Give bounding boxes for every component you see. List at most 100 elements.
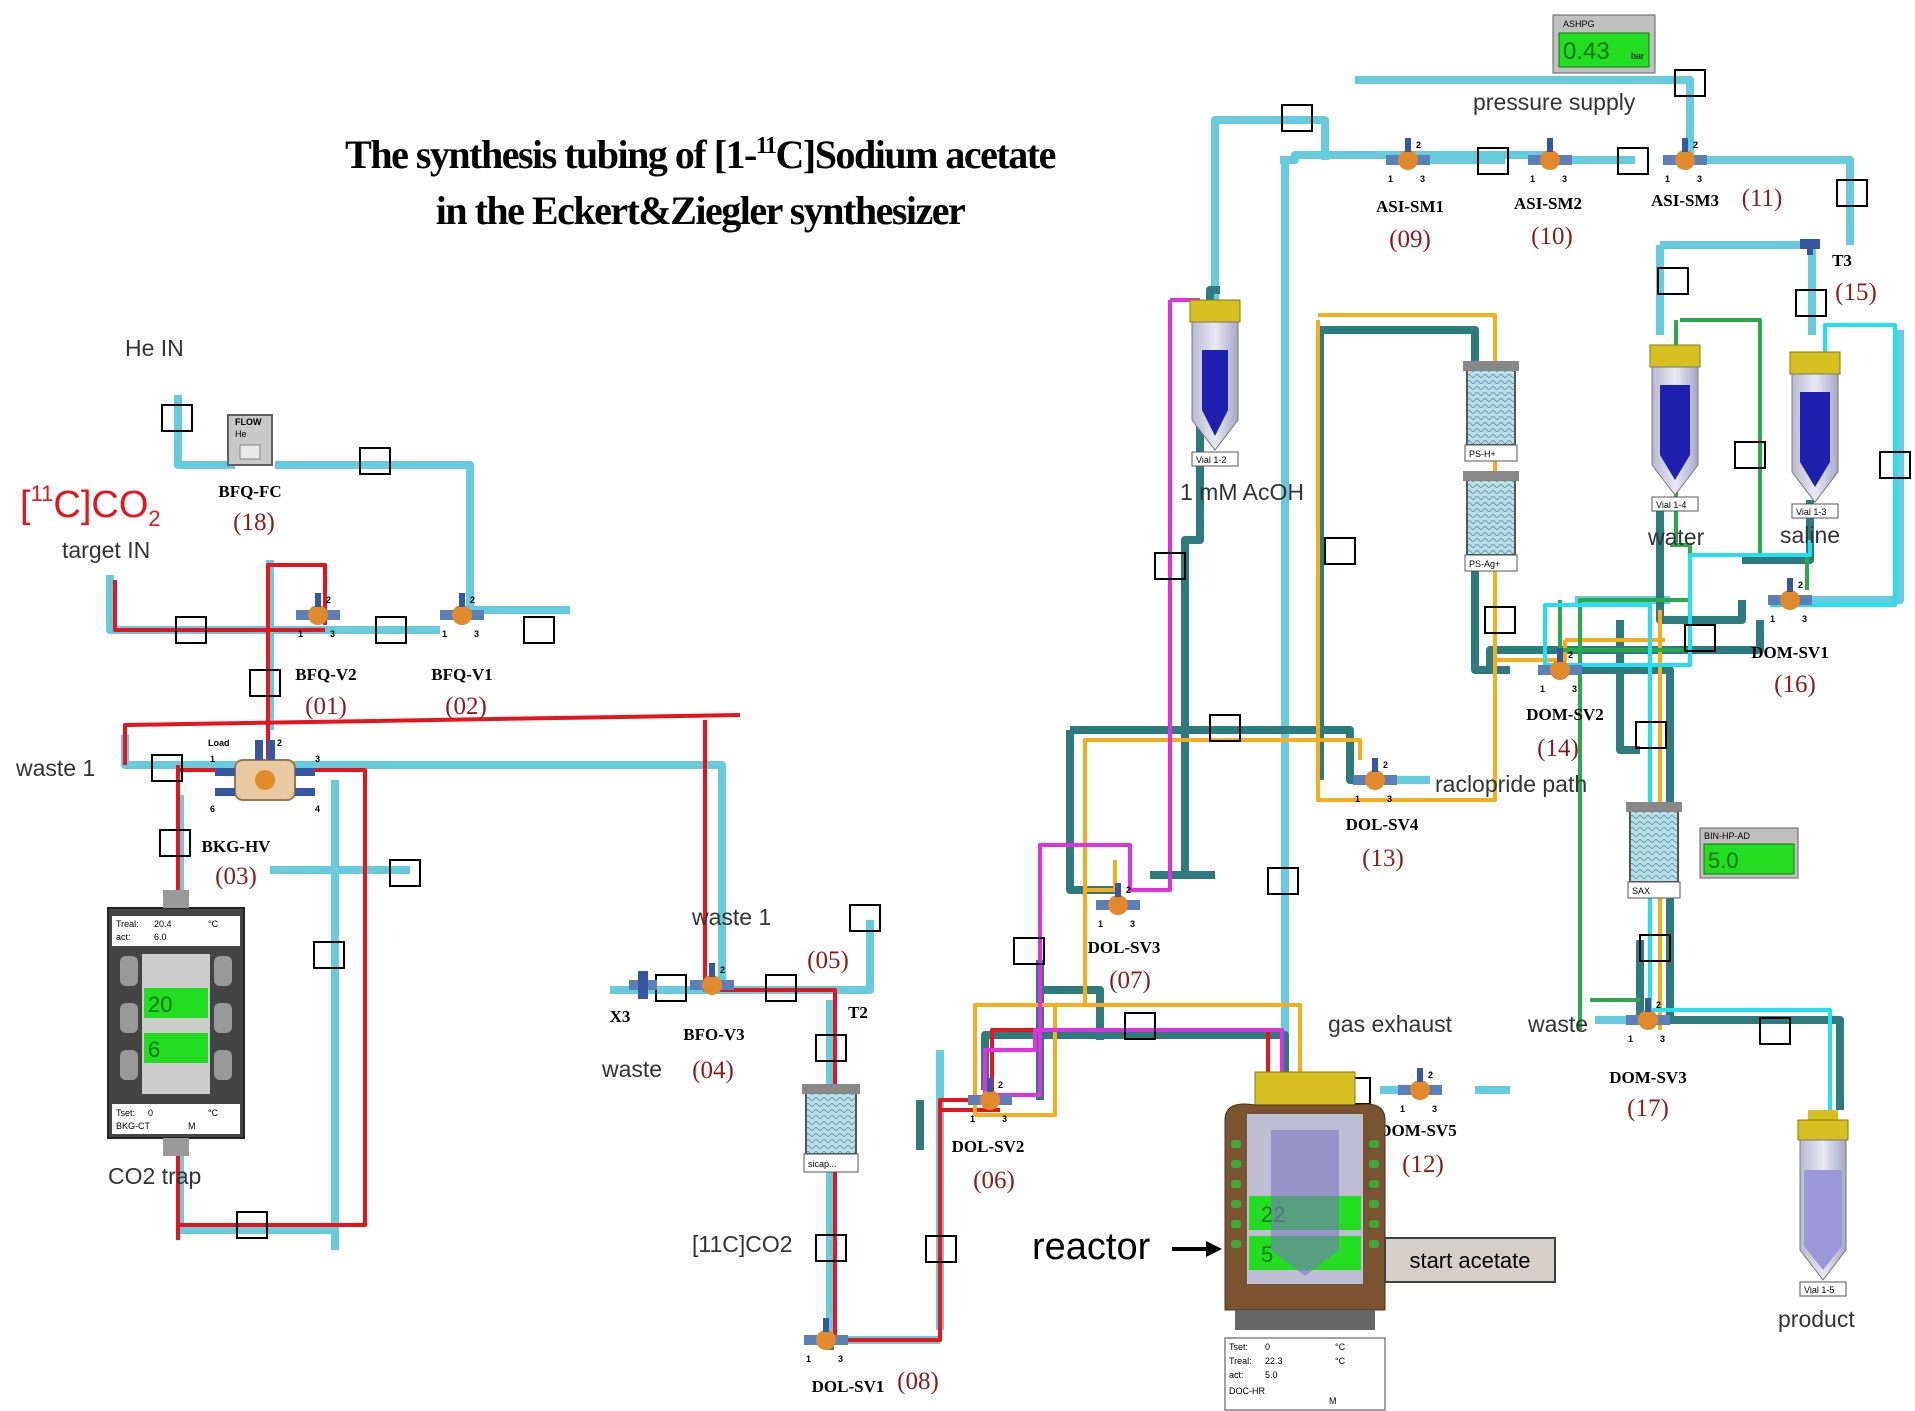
svg-text:20: 20: [148, 992, 172, 1017]
pressure-supply-label: pressure supply: [1473, 89, 1636, 115]
svg-text:2: 2: [1416, 140, 1421, 150]
svg-text:ASI-SM3: ASI-SM3: [1651, 191, 1719, 210]
svg-text:PS-Ag+: PS-Ag+: [1469, 559, 1500, 569]
svg-text:DOC-HR: DOC-HR: [1229, 1386, 1265, 1396]
svg-text:DOM-SV1: DOM-SV1: [1751, 643, 1828, 662]
vial-saline: Vial 1-3: [1789, 351, 1841, 519]
svg-text:Treal:: Treal:: [1229, 1356, 1252, 1366]
svg-text:BFQ-FC: BFQ-FC: [218, 482, 281, 501]
svg-text:M: M: [1329, 1396, 1337, 1406]
svg-text:(16): (16): [1774, 671, 1816, 698]
svg-text:BFQ-V1: BFQ-V1: [431, 665, 492, 684]
svg-text:3: 3: [1387, 794, 1392, 804]
svg-text:(11): (11): [1742, 185, 1783, 212]
svg-text:1: 1: [1400, 1104, 1405, 1114]
svg-text:(12): (12): [1402, 1151, 1444, 1178]
svg-text:BKG-CT: BKG-CT: [116, 1121, 151, 1131]
waste1-left-label: waste 1: [15, 755, 95, 781]
svg-text:ASHPG: ASHPG: [1563, 19, 1595, 29]
svg-text:5.0: 5.0: [1265, 1370, 1278, 1380]
route-cyan: [1543, 323, 1897, 1180]
vial-acoh: Vial 1-2: [1189, 299, 1241, 467]
svg-text:2: 2: [1126, 885, 1131, 895]
svg-text:3: 3: [1660, 1034, 1665, 1044]
svg-text:(01): (01): [305, 693, 347, 720]
svg-text:3: 3: [1572, 684, 1577, 694]
svg-text:He: He: [235, 429, 247, 439]
cartridge-ps-ag: PS-Ag+: [1463, 471, 1519, 572]
valve-t3[interactable]: [1800, 239, 1820, 255]
vial-product: Vial 1-5: [1797, 1110, 1849, 1297]
svg-text:1: 1: [1098, 919, 1103, 929]
svg-text:ASI-SM2: ASI-SM2: [1514, 194, 1582, 213]
svg-text:(09): (09): [1389, 226, 1431, 253]
svg-text:DOL-SV3: DOL-SV3: [1088, 938, 1161, 957]
svg-text:Tset:: Tset:: [1229, 1342, 1248, 1352]
svg-text:Vial 1-4: Vial 1-4: [1656, 500, 1686, 510]
product-label: product: [1778, 1306, 1855, 1332]
svg-text:0: 0: [148, 1108, 153, 1118]
svg-text:bar: bar: [1631, 51, 1644, 61]
valve-x3[interactable]: [629, 971, 657, 999]
svg-text:(07): (07): [1109, 967, 1151, 994]
svg-text:DOL-SV1: DOL-SV1: [812, 1377, 885, 1396]
svg-text:2: 2: [470, 595, 475, 605]
co2-trap[interactable]: Treal: 20.4 °C act: 6.0 20 6 Tset: 0 °C …: [107, 890, 245, 1156]
tube-connectors: [151, 69, 1911, 1307]
svg-text:DOL-SV2: DOL-SV2: [952, 1137, 1025, 1156]
svg-text:6: 6: [210, 804, 215, 814]
waste-right-label: waste: [1527, 1011, 1588, 1037]
svg-text:Vial 1-3: Vial 1-3: [1796, 507, 1826, 517]
svg-text:FLOW: FLOW: [235, 417, 262, 427]
gas-exhaust-label: gas exhaust: [1328, 1011, 1453, 1037]
svg-text:5.0: 5.0: [1708, 848, 1739, 873]
svg-text:ASI-SM1: ASI-SM1: [1376, 197, 1444, 216]
svg-text:1: 1: [1540, 684, 1545, 694]
diagram-title: The synthesis tubing of [1-11C]Sodium ac…: [345, 132, 1057, 233]
svg-text:in the Eckert&Ziegler synthesi: in the Eckert&Ziegler synthesizer: [436, 188, 965, 233]
valve-bfo-v3[interactable]: 2: [690, 963, 734, 995]
svg-text:2: 2: [1383, 760, 1388, 770]
svg-text:3: 3: [1802, 614, 1807, 624]
svg-text:3: 3: [1432, 1104, 1437, 1114]
svg-text:DOM-SV3: DOM-SV3: [1609, 1068, 1686, 1087]
svg-text:(14): (14): [1537, 735, 1579, 762]
svg-text:1: 1: [1388, 174, 1393, 184]
svg-text:T3: T3: [1832, 251, 1852, 270]
svg-text:1: 1: [210, 754, 215, 764]
c11-co2-source-label: [11C]CO2: [20, 481, 161, 531]
svg-text:2: 2: [1656, 1000, 1661, 1010]
svg-text:2: 2: [1428, 1070, 1433, 1080]
svg-text:3: 3: [1562, 174, 1567, 184]
svg-text:3: 3: [315, 754, 320, 764]
svg-text:(04): (04): [692, 1057, 734, 1084]
pressure-gauge-ashpg: ASHPG 0.43 bar: [1552, 14, 1656, 74]
svg-text:(02): (02): [445, 693, 487, 720]
valve-dom-sv5[interactable]: 1 3 2: [1398, 1068, 1442, 1114]
svg-text:(06): (06): [973, 1167, 1015, 1194]
svg-text:Treal:: Treal:: [116, 919, 139, 929]
svg-text:6.0: 6.0: [154, 932, 167, 942]
c11-co2-label: [11C]CO2: [692, 1231, 793, 1257]
reactor-doc-hr[interactable]: 22 5 Tset:0°C Treal:22.3°C act:5.0 DOC-H…: [1224, 1071, 1386, 1411]
svg-text:start acetate: start acetate: [1409, 1248, 1530, 1273]
valve-bkg-hv[interactable]: Load 1 2 3 4 6: [208, 738, 320, 814]
start-acetate-button[interactable]: start acetate: [1384, 1237, 1556, 1283]
flow-controller-bfq-fc[interactable]: FLOW He: [227, 414, 273, 466]
svg-text:act:: act:: [1229, 1370, 1244, 1380]
svg-text:(18): (18): [233, 509, 275, 536]
svg-text:1: 1: [806, 1354, 811, 1364]
